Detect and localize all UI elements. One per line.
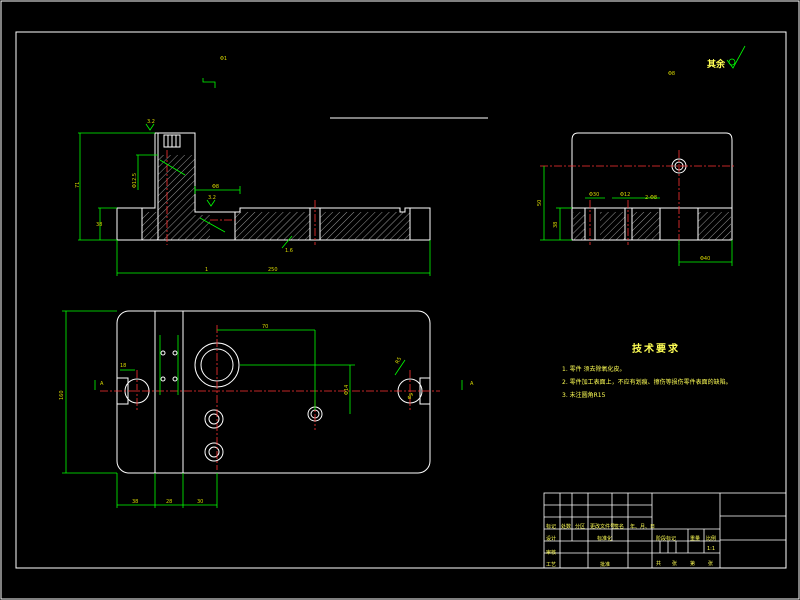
- tb-count: 处数: [561, 524, 572, 530]
- tb-date: 年、月、日: [630, 524, 656, 530]
- tb-change-doc: 更改文件号: [590, 524, 616, 530]
- side-view: 50 38 Φ30 Φ12 2-Φ8 Φ40 Φ8: [537, 45, 746, 266]
- tech-req-item-2: 2. 零件加工表面上，不应有划痕、擦伤等损伤零件表面的缺陷。: [562, 379, 732, 386]
- tb-approve: 批准: [600, 562, 611, 568]
- tb-sheet-total: 共: [656, 561, 662, 567]
- svg-text:3.2: 3.2: [208, 195, 216, 201]
- top-view: 70 Φ14 160 38 28 30 18 R5 Φ9 A A: [59, 310, 474, 508]
- svg-text:1: 1: [205, 267, 208, 273]
- svg-text:71: 71: [75, 182, 81, 188]
- tb-scale-value: 1:1: [707, 546, 716, 552]
- svg-text:A: A: [100, 381, 104, 387]
- tb-sign: 签名: [614, 524, 625, 530]
- tb-process: 工艺: [546, 562, 557, 568]
- tb-scale-label: 比例: [706, 536, 717, 542]
- tb-mark: 标记: [546, 524, 557, 530]
- svg-text:30: 30: [197, 499, 203, 505]
- svg-text:Φ12.5: Φ12.5: [132, 173, 138, 188]
- svg-text:A: A: [470, 381, 474, 387]
- tb-stage-mark: 阶段标记: [656, 536, 677, 542]
- inner-frame: [15, 31, 787, 569]
- surface-roughness-note: 其余: [707, 60, 726, 70]
- svg-text:38: 38: [132, 499, 138, 505]
- svg-text:2-Φ8: 2-Φ8: [645, 195, 657, 201]
- svg-text:28: 28: [166, 499, 172, 505]
- svg-text:70: 70: [262, 324, 268, 330]
- svg-text:50: 50: [537, 200, 543, 206]
- tb-sheet-unit-1: 张: [672, 561, 678, 567]
- svg-text:Φ8: Φ8: [212, 184, 219, 190]
- tb-checker: 审核: [546, 550, 557, 556]
- tech-req-title: 技术要求: [632, 344, 680, 355]
- tb-sheet-unit-2: 张: [708, 561, 714, 567]
- tb-standardization: 标准化: [597, 536, 613, 542]
- svg-text:Φ30: Φ30: [589, 192, 599, 198]
- svg-text:R5: R5: [395, 356, 404, 365]
- tb-designer: 设计: [546, 536, 557, 542]
- tech-req-item-1: 1. 零件 须去除氧化皮。: [562, 366, 626, 373]
- svg-text:Φ14: Φ14: [344, 385, 350, 395]
- tb-zone: 分区: [575, 524, 586, 530]
- svg-text:Φ12: Φ12: [620, 192, 630, 198]
- front-view: 71 38 250 1 Φ12.5 Φ8 3.2 3.2 1.6 Φ1: [75, 56, 488, 276]
- svg-text:3.2: 3.2: [147, 119, 155, 125]
- svg-text:250: 250: [268, 267, 278, 273]
- tech-req-item-3: 3. 未注圆角R15: [562, 392, 606, 399]
- svg-text:38: 38: [553, 222, 559, 228]
- svg-text:1.6: 1.6: [285, 248, 293, 254]
- svg-text:Φ9: Φ9: [407, 392, 416, 401]
- title-block: [543, 492, 787, 569]
- svg-text:38: 38: [96, 222, 102, 228]
- svg-text:Φ8: Φ8: [668, 71, 675, 77]
- svg-text:160: 160: [59, 390, 65, 400]
- svg-text:Φ1: Φ1: [220, 56, 227, 62]
- tb-weight: 重量: [690, 536, 701, 542]
- svg-text:18: 18: [120, 363, 126, 369]
- svg-text:Φ40: Φ40: [700, 256, 710, 262]
- tb-sheet-no: 第: [690, 561, 696, 567]
